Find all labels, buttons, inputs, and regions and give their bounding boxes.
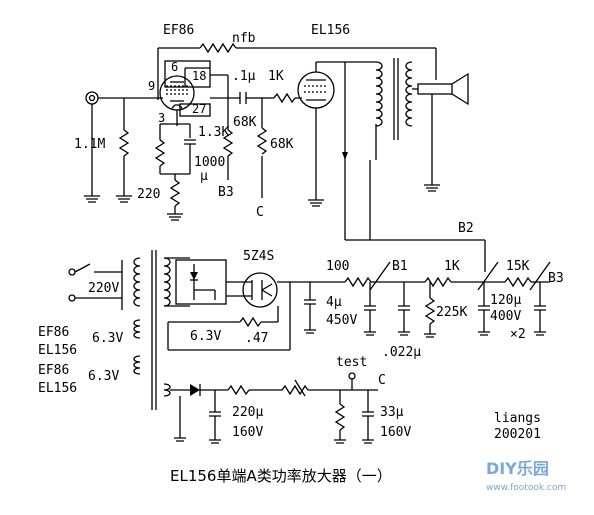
label-b3-b: B3	[548, 271, 564, 286]
label-ef86-l1: EF86	[38, 325, 69, 340]
speaker	[412, 72, 469, 192]
schematic-labels: EF86 nfb EL156 6 18 9 3 27 .1μ 1K 1.1M 1…	[38, 23, 564, 442]
mains-switch	[68, 260, 123, 310]
label-cap-coupling: .1μ	[232, 69, 256, 84]
watermark-url: www.footook.com	[486, 483, 566, 493]
label-c-33u: 33μ	[380, 405, 404, 420]
diagram-caption: EL156单端A类功率放大器（一）	[170, 467, 392, 485]
label-el156-l2: EL156	[38, 381, 77, 396]
label-c-4u: 4μ	[326, 295, 342, 310]
label-c-120u: 120μ	[490, 293, 521, 308]
label-c-220u-v: 160V	[232, 425, 263, 440]
label-c-4u-v: 450V	[326, 313, 357, 328]
label-b2: B2	[458, 221, 474, 236]
label-b3-a: B3	[218, 185, 234, 200]
bias-supply	[170, 372, 378, 444]
label-c-33u-v: 160V	[380, 425, 411, 440]
label-pin18: 18	[192, 69, 206, 83]
watermark-logo: DIY乐园	[486, 459, 549, 478]
label-el156-top: EL156	[311, 23, 350, 38]
label-r-1-1m: 1.1M	[74, 137, 105, 152]
filter-chain	[304, 261, 551, 338]
label-ef86-l2: EF86	[38, 363, 69, 378]
label-b1: B1	[392, 259, 408, 274]
label-r-15k: 15K	[506, 259, 530, 274]
label-r-100: 100	[326, 259, 349, 274]
label-cap-1000-unit: μ	[200, 169, 208, 184]
heater-loop	[167, 282, 291, 351]
label-r-1k-mid: 1K	[444, 259, 460, 274]
label-pin3: 3	[158, 111, 165, 125]
label-ef86-top: EF86	[163, 23, 194, 38]
ef86-tube	[159, 60, 211, 126]
ef86-screen-resistor	[210, 74, 234, 180]
label-c-b: C	[378, 373, 386, 388]
label-c-120u-v: 400V	[490, 309, 521, 324]
label-author: liangs	[494, 411, 541, 426]
label-mains-220v: 220V	[88, 281, 119, 296]
ef86-plate-wiring	[210, 92, 302, 198]
5z4s-tube	[226, 272, 345, 308]
label-pin9: 9	[148, 79, 155, 93]
output-transformer	[342, 58, 413, 241]
input-jack	[84, 91, 163, 203]
label-h-6-3v-b: 6.3V	[92, 331, 123, 346]
label-date: 200201	[494, 427, 541, 442]
bridge-rectifier	[175, 259, 227, 305]
label-c-a: C	[256, 205, 264, 220]
label-c-220u: 220μ	[232, 405, 263, 420]
label-test: test	[336, 355, 367, 370]
label-r-68k-a: 68K	[233, 115, 257, 130]
label-r-68k-b: 68K	[270, 137, 294, 152]
label-r-220: 220	[137, 187, 160, 202]
label-pin27: 27	[192, 102, 206, 116]
label-c-120u-x2: ×2	[510, 327, 526, 342]
label-nfb: nfb	[232, 31, 256, 46]
label-r-1-3k: 1.3K	[198, 125, 229, 140]
grid-resistor-1m1	[116, 98, 132, 203]
label-5z4s: 5Z4S	[243, 249, 274, 264]
label-c-047: .47	[245, 331, 268, 346]
watermark: DIY乐园 www.footook.com	[486, 459, 566, 493]
el156-tube	[297, 61, 376, 207]
ef86-cathode-network	[154, 123, 196, 221]
label-h-6-3v-a: 6.3V	[190, 329, 221, 344]
label-cap-1000: 1000	[194, 155, 225, 170]
nfb-line	[157, 42, 437, 100]
label-pin6: 6	[171, 60, 178, 74]
label-el156-l1: EL156	[38, 343, 77, 358]
label-c-022: .022μ	[382, 345, 421, 360]
b2-line	[369, 160, 486, 272]
label-r-225k: 225K	[436, 305, 467, 320]
power-transformer	[133, 250, 190, 410]
label-r-1k-top: 1K	[268, 69, 284, 84]
label-h-6-3v-c: 6.3V	[88, 369, 119, 384]
